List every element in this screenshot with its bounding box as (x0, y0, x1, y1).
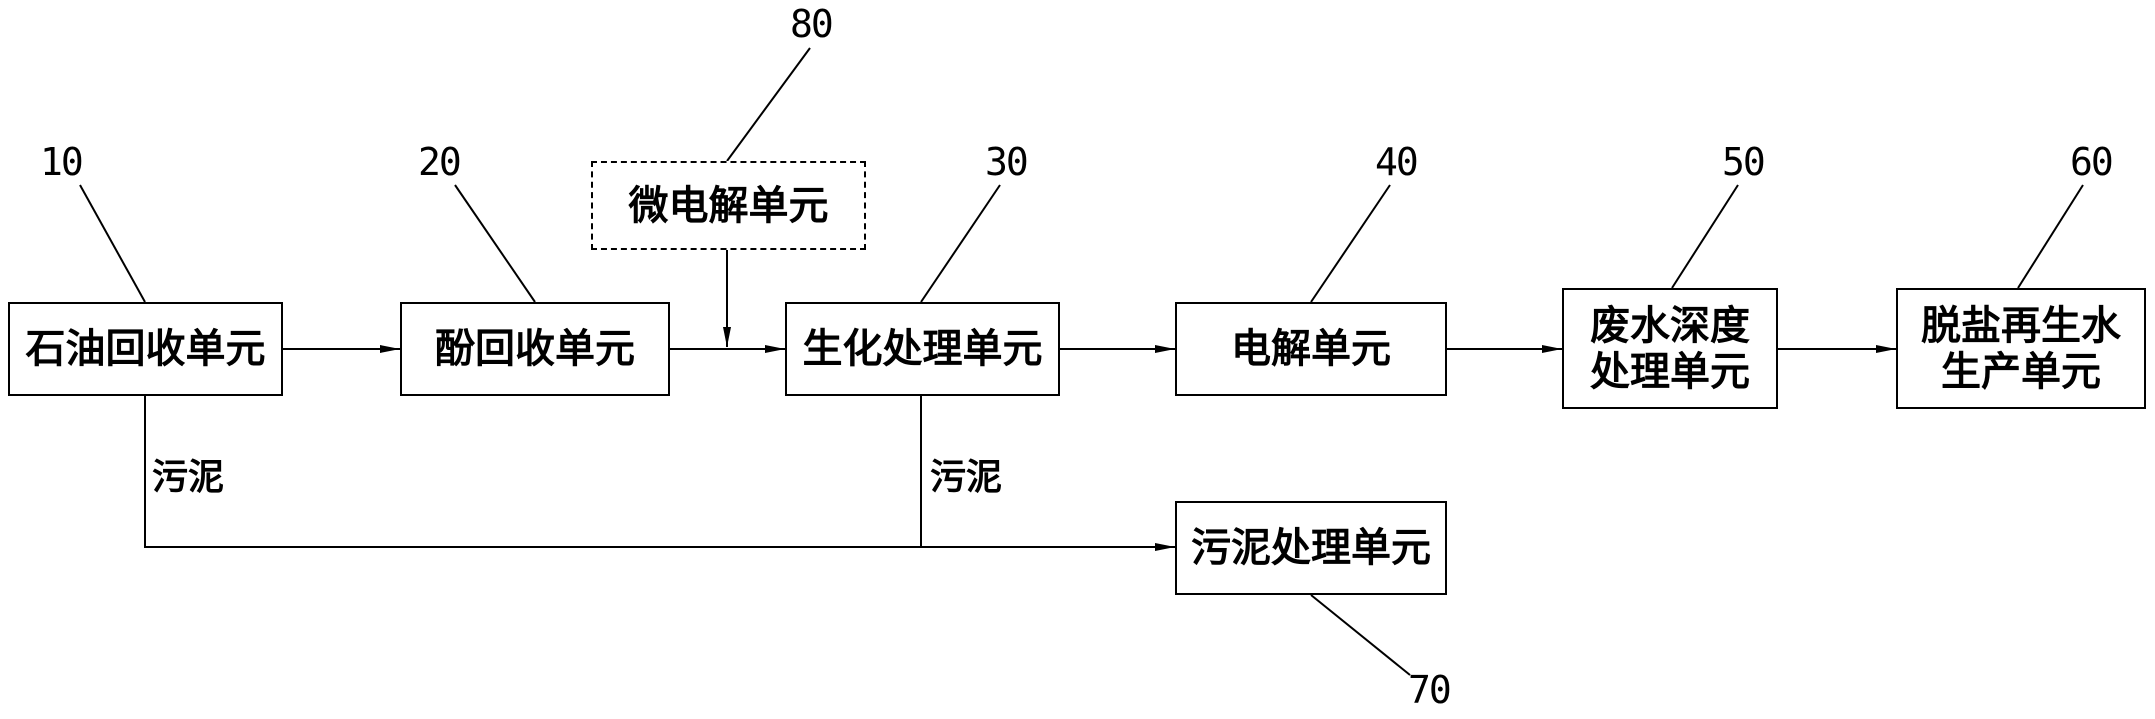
leader-20 (454, 184, 536, 303)
unit-40-electrolysis: 电解单元 (1175, 302, 1447, 396)
unit-40-label: 电解单元 (1231, 326, 1391, 372)
leader-50 (1671, 184, 1739, 289)
sludge-label-mid: 污泥 (930, 457, 1003, 498)
sludge-label-left: 污泥 (152, 457, 225, 498)
unit-60-label-line2: 生产单元 (1941, 348, 2101, 395)
unit-70-sludge-treatment: 污泥处理单元 (1175, 501, 1447, 595)
unit-80-micro-electrolysis: 微电解单元 (591, 161, 866, 250)
ref-number-10: 10 (40, 140, 84, 184)
unit-70-label: 污泥处理单元 (1191, 525, 1431, 571)
ref-number-40: 40 (1375, 140, 1419, 184)
unit-20-label: 酚回收单元 (435, 326, 635, 372)
unit-80-label: 微电解单元 (628, 182, 829, 229)
ref-number-20: 20 (418, 140, 462, 184)
unit-50-label-line2: 处理单元 (1590, 348, 1750, 395)
unit-10-label: 石油回收单元 (25, 326, 266, 372)
leader-70 (1310, 594, 1411, 676)
unit-50-label-line1: 废水深度 (1590, 302, 1750, 349)
ref-number-30: 30 (985, 140, 1029, 184)
unit-50-advanced-wastewater-treatment: 废水深度 处理单元 (1562, 288, 1778, 409)
ref-number-50: 50 (1722, 140, 1766, 184)
unit-10-oil-recovery: 石油回收单元 (8, 302, 283, 396)
sludge-line-10 (144, 396, 921, 548)
unit-60-label-line1: 脱盐再生水 (1921, 302, 2121, 349)
ref-number-80: 80 (790, 2, 834, 46)
unit-30-biochemical-treatment: 生化处理单元 (785, 302, 1060, 396)
unit-20-phenol-recovery: 酚回收单元 (400, 302, 670, 396)
leader-40 (1310, 184, 1391, 303)
leader-30 (920, 184, 1001, 303)
unit-30-label: 生化处理单元 (802, 326, 1043, 372)
leader-60 (2017, 184, 2084, 289)
ref-number-60: 60 (2070, 140, 2114, 184)
leader-80 (726, 47, 811, 162)
unit-60-desalinated-water-production: 脱盐再生水 生产单元 (1896, 288, 2146, 409)
ref-number-70: 70 (1408, 668, 1452, 712)
leader-10 (79, 184, 146, 303)
